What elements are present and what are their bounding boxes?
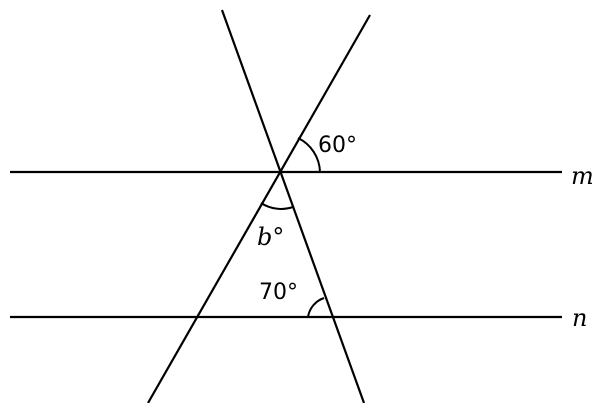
transversal-left-to-right-down — [220, 9, 366, 403]
transversal-right-to-left-down — [147, 14, 371, 403]
angle-arc-60 — [297, 137, 321, 173]
angle-arc-b — [260, 202, 294, 210]
angle-degree-symbol: ° — [272, 223, 284, 251]
angle-variable-b: b — [257, 223, 272, 251]
line-label-m: m — [571, 162, 594, 190]
angle-arc-70 — [307, 297, 325, 318]
line-label-n: n — [572, 304, 587, 332]
angle-label-70: 70° — [259, 280, 298, 305]
angle-label-60: 60° — [318, 133, 357, 158]
angle-label-b: b° — [257, 223, 284, 251]
